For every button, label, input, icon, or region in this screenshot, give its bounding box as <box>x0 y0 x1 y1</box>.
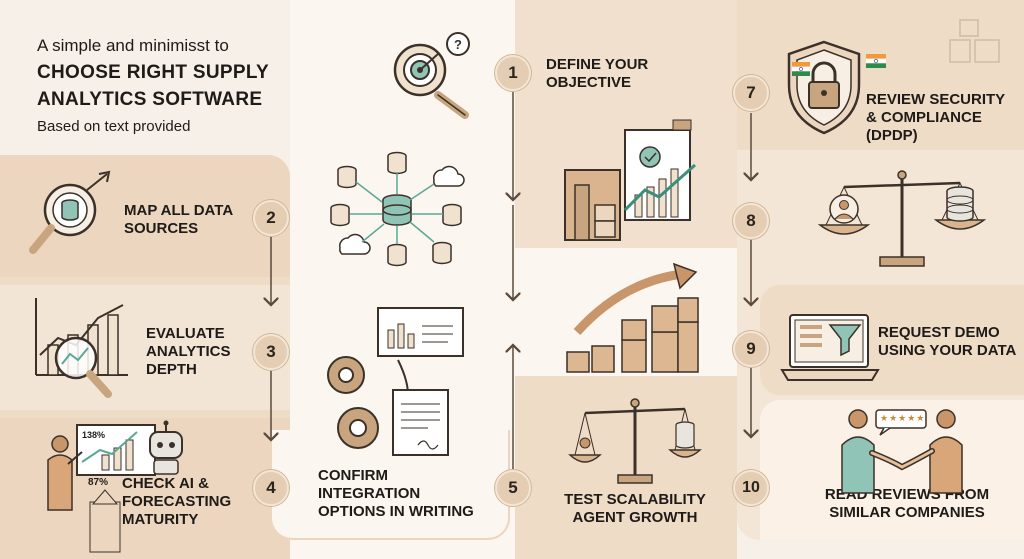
page-title-line-1: CHOOSE RIGHT SUPPLY <box>37 62 269 83</box>
line-chart-magnifier-icon <box>35 298 128 398</box>
step-7-title: REVIEW SECURITY & COMPLIANCE (DPDP) <box>866 91 1005 145</box>
data-network-icon <box>330 151 465 267</box>
step-4-title-line-3: MATURITY <box>122 511 199 528</box>
handshake-icon <box>841 409 963 494</box>
gears-document-icon <box>327 307 464 456</box>
step-2-title: MAP ALL DATA SOURCES <box>124 202 233 238</box>
step-3-title-line-3: DEPTH <box>146 361 197 378</box>
india-flag-icon-2 <box>866 54 886 68</box>
step-6-title-line-1: TEST SCALABILITY <box>564 491 706 508</box>
growth-percent-label: 138% <box>82 430 106 440</box>
step-number-5: 5 <box>495 470 531 506</box>
data-magnifier-icon <box>29 170 111 254</box>
step-6-title: TEST SCALABILITY AGENT GROWTH <box>555 491 715 527</box>
step-4-title: CHECK AI & FORECASTING MATURITY <box>122 475 231 529</box>
step-number-4: 4 <box>253 470 289 506</box>
step-5-title-line-3: OPTIONS IN WRITING <box>318 503 474 520</box>
india-flag-icon <box>792 62 810 76</box>
header-intro: A simple and minimisst to <box>37 36 229 55</box>
step-5-title: CONFIRM INTEGRATION OPTIONS IN WRITING <box>318 467 474 521</box>
step-2-title-line-1: MAP ALL DATA <box>124 202 234 219</box>
robot-presentation-icon <box>47 420 183 553</box>
svg-text:?: ? <box>454 37 462 52</box>
step-5-title-line-1: CONFIRM <box>318 467 388 484</box>
step-number-9: 9 <box>733 331 769 367</box>
step-9-title-line-2: USING YOUR DATA <box>878 342 1017 359</box>
step-10-title-line-2: SIMILAR COMPANIES <box>829 504 985 521</box>
boxes-arrow-icon <box>566 262 699 373</box>
step-number-10: 10 <box>733 470 769 506</box>
step-6-title-line-2: AGENT GROWTH <box>572 509 698 526</box>
header-subtitle: Based on text provided <box>37 118 191 135</box>
review-stars: ★★★★★ <box>880 413 926 423</box>
step-number-8: 8 <box>733 203 769 239</box>
step-number-3: 3 <box>253 334 289 370</box>
warehouse-growth-icon <box>564 119 696 241</box>
target-magnifier-icon: ? <box>393 32 470 119</box>
step-7-title-line-3: (DPDP) <box>866 127 918 144</box>
step-2-title-line-2: SOURCES <box>124 220 199 237</box>
step-number-2: 2 <box>253 200 289 236</box>
step-7-title-line-2: & COMPLIANCE <box>866 109 982 126</box>
step-4-title-line-2: FORECASTING <box>122 493 232 510</box>
step-7-title-line-1: REVIEW SECURITY <box>866 91 1006 108</box>
step-9-title-line-1: REQUEST DEMO <box>878 324 1000 341</box>
scale-person-icon <box>817 170 987 267</box>
right-panel-band-1 <box>737 0 1024 150</box>
step-5-title-line-2: INTEGRATION <box>318 485 421 502</box>
step-1-title: DEFINE YOUR OBJECTIVE <box>546 56 648 92</box>
step-1-title-line-2: OBJECTIVE <box>546 74 632 91</box>
step-number-7: 7 <box>733 75 769 111</box>
center-right-band-3 <box>515 376 737 559</box>
step-3-title-line-2: ANALYTICS <box>146 343 231 360</box>
step-9-title: REQUEST DEMO USING YOUR DATA <box>878 324 1016 360</box>
maturity-percent-label: 87% <box>88 477 109 488</box>
scale-database-icon <box>568 398 702 484</box>
shield-lock-icon <box>787 40 861 135</box>
step-3-title: EVALUATE ANALYTICS DEPTH <box>146 325 230 379</box>
step-3-title-line-1: EVALUATE <box>146 325 225 342</box>
step-number-1: 1 <box>495 55 531 91</box>
boxes-watermark-icon <box>949 19 1000 63</box>
laptop-funnel-icon <box>780 314 880 381</box>
step-1-title-line-1: DEFINE YOUR <box>546 56 649 73</box>
page-title-line-2: ANALYTICS SOFTWARE <box>37 89 263 110</box>
step-4-title-line-1: CHECK AI & <box>122 475 209 492</box>
